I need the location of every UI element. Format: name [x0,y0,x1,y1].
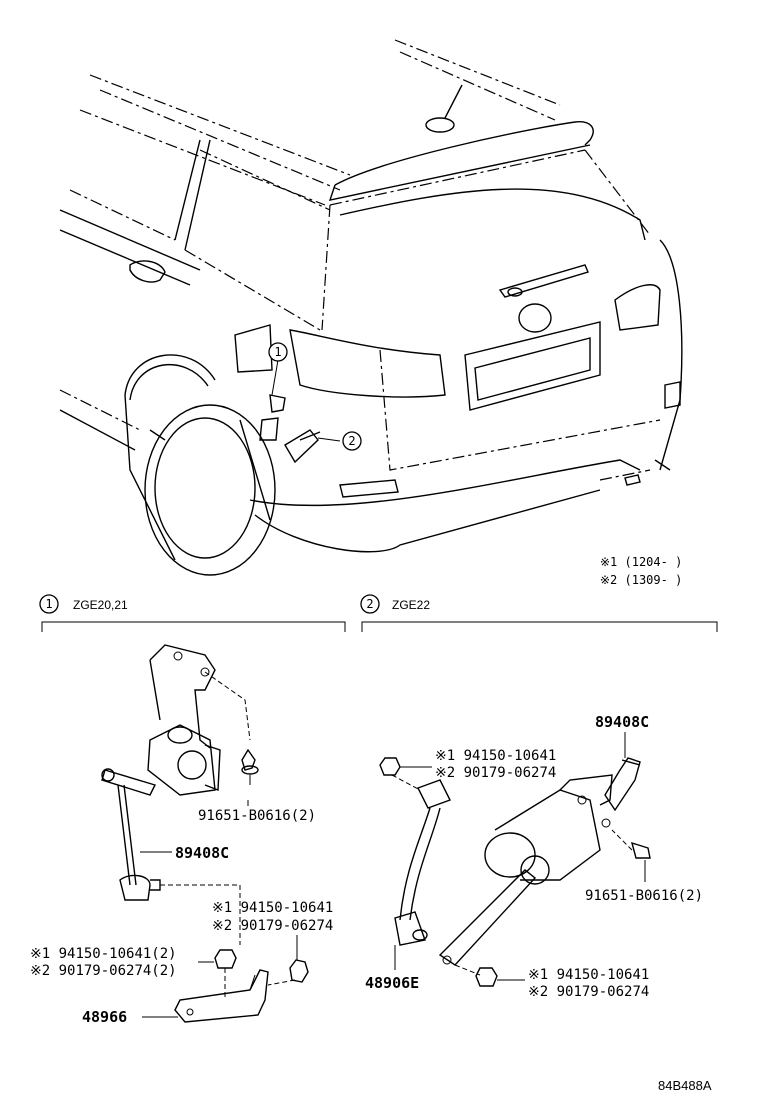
legend-line-2: ※2 (1309- ) [600,573,682,587]
left-nut-b1-label: ※1 94150-10641(2) [30,946,177,962]
section-1-header: 1 ZGE20,21 [39,594,346,632]
right-sensor-label: 89408C [595,713,649,731]
right-link-label: 48906E [365,974,419,992]
section-2-title: ZGE22 [392,598,430,612]
left-height-sensor-assembly [101,644,309,1023]
svg-text:2: 2 [366,597,373,611]
left-bolt-label: 91651-B0616(2) [198,808,316,824]
right-nut-bot2-label: ※2 90179-06274 [528,984,649,1000]
left-nut-b2-label: ※2 90179-06274(2) [30,963,177,979]
section-2-header: 2 ZGE22 [360,594,718,632]
vehicle-rear-illustration [59,39,683,576]
right-height-sensor-assembly [379,757,651,987]
diagram-code: 84B488A [658,1078,712,1093]
svg-text:2: 2 [348,434,355,448]
right-nut-top1-label: ※1 94150-10641 [435,748,556,764]
right-bolt-label: 91651-B0616(2) [585,888,703,904]
section-1-title: ZGE20,21 [73,598,128,612]
svg-text:1: 1 [274,345,281,359]
right-nut-top2-label: ※2 90179-06274 [435,765,556,781]
svg-text:1: 1 [45,597,52,611]
left-nut-a2-label: ※2 90179-06274 [212,918,333,934]
right-nut-bot1-label: ※1 94150-10641 [528,967,649,983]
left-nut-a1-label: ※1 94150-10641 [212,900,333,916]
left-bracket-label: 48966 [82,1008,127,1026]
marker-1-car: 1 [268,342,288,362]
left-sensor-label: 89408C [175,844,229,862]
legend-line-1: ※1 (1204- ) [600,555,682,569]
marker-2-car: 2 [342,431,362,451]
